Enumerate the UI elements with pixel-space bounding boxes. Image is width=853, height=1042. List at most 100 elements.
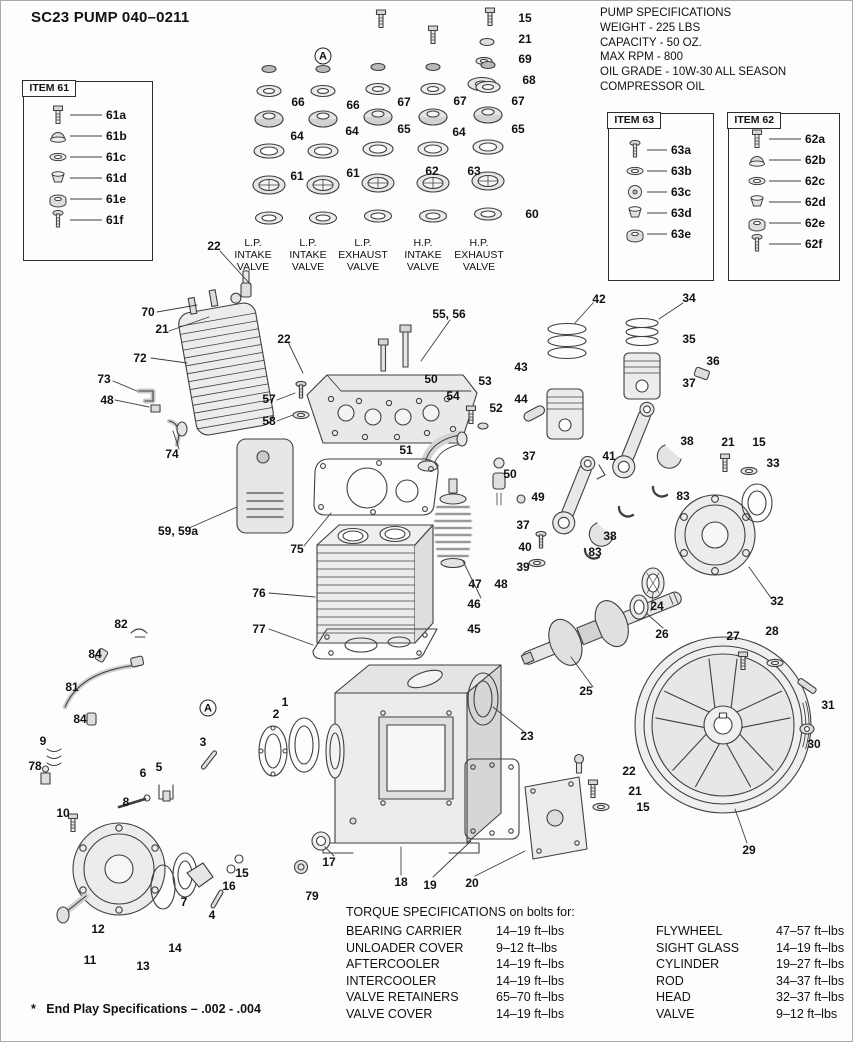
inset-part-label: 62f [805, 237, 823, 251]
torque-specs: TORQUE SPECIFICATIONS on bolts for: BEAR… [346, 904, 852, 1040]
torque-part-name: VALVE RETAINERS [346, 990, 459, 1005]
screw-icon [751, 233, 763, 252]
torque-part-name: UNLOADER COVER [346, 940, 464, 955]
torque-row: UNLOADER COVER 9–12 ft–lbs [346, 940, 564, 957]
inset-box-header: ITEM 62 [727, 112, 782, 130]
torque-value: 14–19 ft–lbs [776, 940, 845, 955]
valve-part-stack-drawings [252, 60, 505, 225]
cup-icon [750, 195, 764, 207]
torque-row: SIGHT GLASS 14–19 ft–lbs [656, 940, 844, 957]
bearing-drawings [629, 567, 665, 620]
inset-part-label: 61f [106, 213, 124, 227]
torque-part-name: CYLINDER [656, 957, 720, 972]
torque-row: AFTERCOOLER 14–19 ft–lbs [346, 956, 564, 973]
torque-value: 9–12 ft–lbs [496, 940, 558, 955]
unloader-valve-drawings [492, 457, 526, 506]
flywheel-drawing [634, 636, 812, 814]
torque-row: HEAD 32–37 ft–lbs [656, 989, 844, 1006]
inset-box-header: ITEM 61 [22, 80, 77, 98]
inset-parts-art [748, 129, 801, 252]
leader-lines [112, 250, 772, 878]
head-gasket-drawing [313, 458, 439, 516]
inset-part-label: 63a [671, 143, 692, 157]
end-play-note: * End Play Specifications – .002 - .004 [31, 1002, 261, 1016]
inset-part-label: 61e [106, 192, 127, 206]
seat-icon [626, 229, 644, 243]
disc-icon [628, 185, 642, 199]
page-title: SC23 PUMP 040–0211 [31, 9, 190, 26]
inset-box-item-61: ITEM 61 61a 61b 61c 61d 61e 61f [22, 80, 153, 261]
screw-icon [52, 209, 64, 228]
bolt-icon [53, 105, 63, 124]
inset-box-item-62: ITEM 62 62a 62b 62c 62d 62e 62f [727, 112, 840, 281]
torque-specs-title: TORQUE SPECIFICATIONS on bolts for: [346, 905, 575, 919]
torque-value: 34–37 ft–lbs [776, 973, 845, 988]
inset-part-label: 61b [106, 129, 127, 143]
washer-icon [49, 152, 67, 162]
torque-part-name: VALVE [656, 1006, 695, 1021]
torque-value: 65–70 ft–lbs [496, 990, 565, 1005]
screw-icon [629, 139, 641, 158]
inset-part-label: 61a [106, 108, 127, 122]
flange-and-gasket-ring-drawings [258, 672, 499, 777]
torque-value: 32–37 ft–lbs [776, 990, 845, 1005]
torque-value: 9–12 ft–lbs [776, 1006, 838, 1021]
piston-and-rod-drawings [523, 317, 710, 568]
inset-parts-art [626, 139, 667, 243]
torque-part-name: ROD [656, 973, 684, 988]
inset-part-label: 63e [671, 227, 692, 241]
washer-icon [748, 176, 766, 186]
cylinder-gasket-drawing [312, 628, 438, 660]
inset-part-label: 62d [805, 195, 826, 209]
inset-part-label: 62b [805, 153, 826, 167]
head-screw-drawings [292, 380, 310, 420]
torque-value: 14–19 ft–lbs [496, 957, 565, 972]
valve-cover-bolt-drawings [375, 7, 497, 92]
washer-icon [626, 166, 644, 176]
torque-row: CYLINDER 19–27 ft–lbs [656, 956, 844, 973]
torque-row: BEARING CARRIER 14–19 ft–lbs [346, 923, 564, 940]
inset-part-label: 63d [671, 206, 692, 220]
cap-icon [749, 156, 765, 167]
cylinder-drawing [316, 524, 434, 644]
cup-icon [628, 206, 642, 218]
torque-part-name: AFTERCOOLER [346, 957, 440, 972]
inset-part-label: 61c [106, 150, 127, 164]
unloader-cover-plate-drawing [236, 438, 294, 534]
seat-icon [748, 218, 766, 232]
pump-specifications: PUMP SPECIFICATIONS WEIGHT - 225 LBS CAP… [600, 7, 787, 93]
torque-part-name: SIGHT GLASS [656, 940, 740, 955]
inset-part-label: 62a [805, 132, 826, 146]
intercooler-drawing [433, 478, 473, 569]
torque-value: 14–19 ft–lbs [496, 924, 565, 938]
bearing-carrier-right-drawing [674, 453, 773, 576]
inset-part-label: 62c [805, 174, 826, 188]
sight-glass-drawing [293, 831, 331, 875]
torque-row: ROD 34–37 ft–lbs [656, 973, 844, 990]
torque-value: 19–27 ft–lbs [776, 957, 845, 972]
flywheel-hardware-drawings [737, 651, 817, 735]
torque-row: VALVE 9–12 ft–lbs [656, 1006, 844, 1023]
inset-parts-art [49, 105, 102, 228]
cylinder-head-drawing [306, 324, 478, 444]
unloader-hardware-drawings [40, 628, 244, 909]
cup-icon [51, 171, 65, 183]
bearing-carrier-left-drawing [56, 822, 198, 924]
torque-value: 14–19 ft–lbs [496, 973, 565, 988]
torque-part-name: FLYWHEEL [656, 924, 723, 938]
inset-box-header: ITEM 63 [607, 112, 662, 130]
inset-part-label: 62e [805, 216, 826, 230]
torque-part-name: BEARING CARRIER [346, 924, 462, 938]
cover-plate-drawings [464, 758, 588, 860]
aftercooler-fitting-drawings [136, 388, 188, 448]
torque-part-name: HEAD [656, 990, 691, 1005]
cap-icon [50, 132, 66, 143]
torque-part-name: VALVE COVER [346, 1006, 433, 1021]
inset-part-label: 61d [106, 171, 127, 185]
unloader-tube-fitting-drawing [240, 270, 252, 298]
